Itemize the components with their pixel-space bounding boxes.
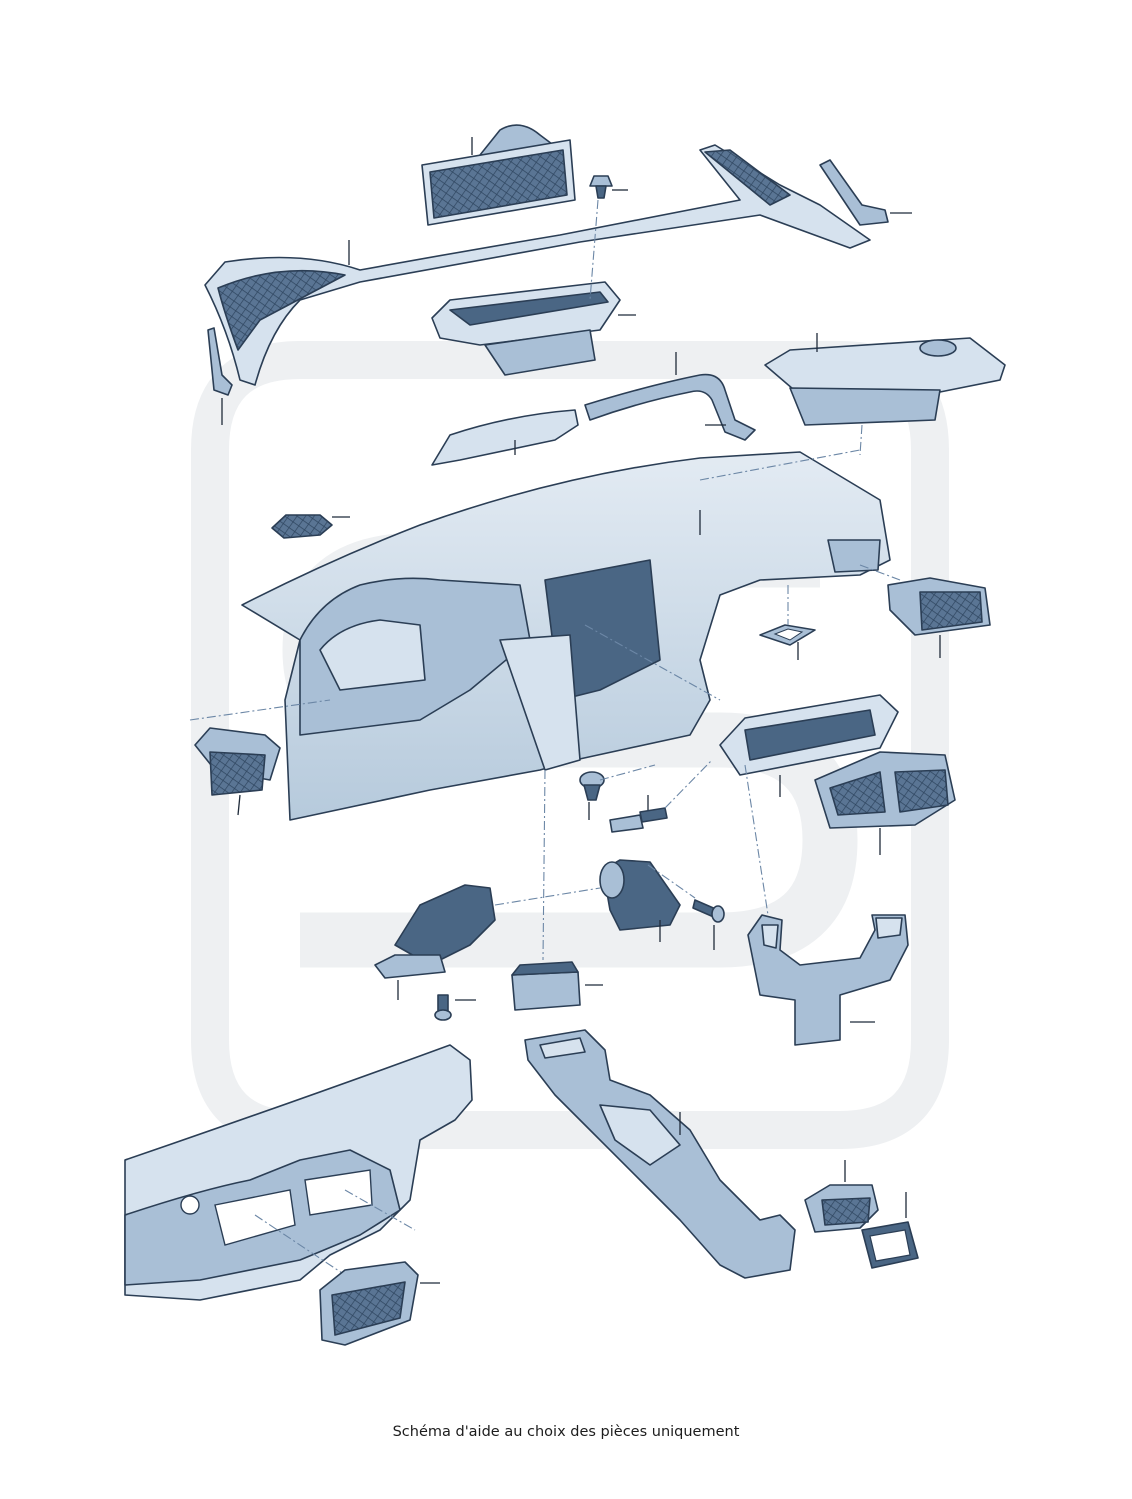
air-hose <box>584 352 756 441</box>
caption-text: Schéma d'aide au choix des pièces unique… <box>392 1424 740 1440</box>
screw-left <box>434 994 476 1021</box>
small-speaker-cover <box>271 514 350 539</box>
left-a-pillar-trim <box>207 327 233 425</box>
left-outer-air-vent <box>194 727 281 816</box>
push-clip <box>579 764 656 820</box>
defroster-duct <box>431 199 636 376</box>
rear-vent-frame <box>861 1192 919 1269</box>
rear-y-duct <box>744 764 909 1046</box>
dash-side-trim <box>431 409 579 466</box>
windshield-trim-panel <box>204 144 871 386</box>
right-outer-air-vent <box>887 577 991 658</box>
rear-console-vent <box>804 1160 879 1233</box>
clip-fastener <box>589 175 628 199</box>
left-footwell-duct <box>374 884 601 1000</box>
center-vent-housing <box>719 694 899 797</box>
bulkhead-vent-grille <box>319 1261 440 1346</box>
center-duct-connector <box>511 961 603 1011</box>
vent-bezel-ring <box>759 585 816 660</box>
center-floor-duct <box>524 1029 796 1279</box>
center-air-vent <box>814 751 956 855</box>
right-footwell-duct <box>599 859 696 942</box>
bulkhead-panel <box>124 1044 473 1301</box>
upper-speaker-grille <box>421 124 576 226</box>
screw-right <box>692 899 725 950</box>
connector-plug <box>609 759 713 833</box>
passenger-airbag-unit <box>764 333 1006 456</box>
right-a-pillar-cover <box>819 159 912 226</box>
dashboard <box>189 449 901 961</box>
